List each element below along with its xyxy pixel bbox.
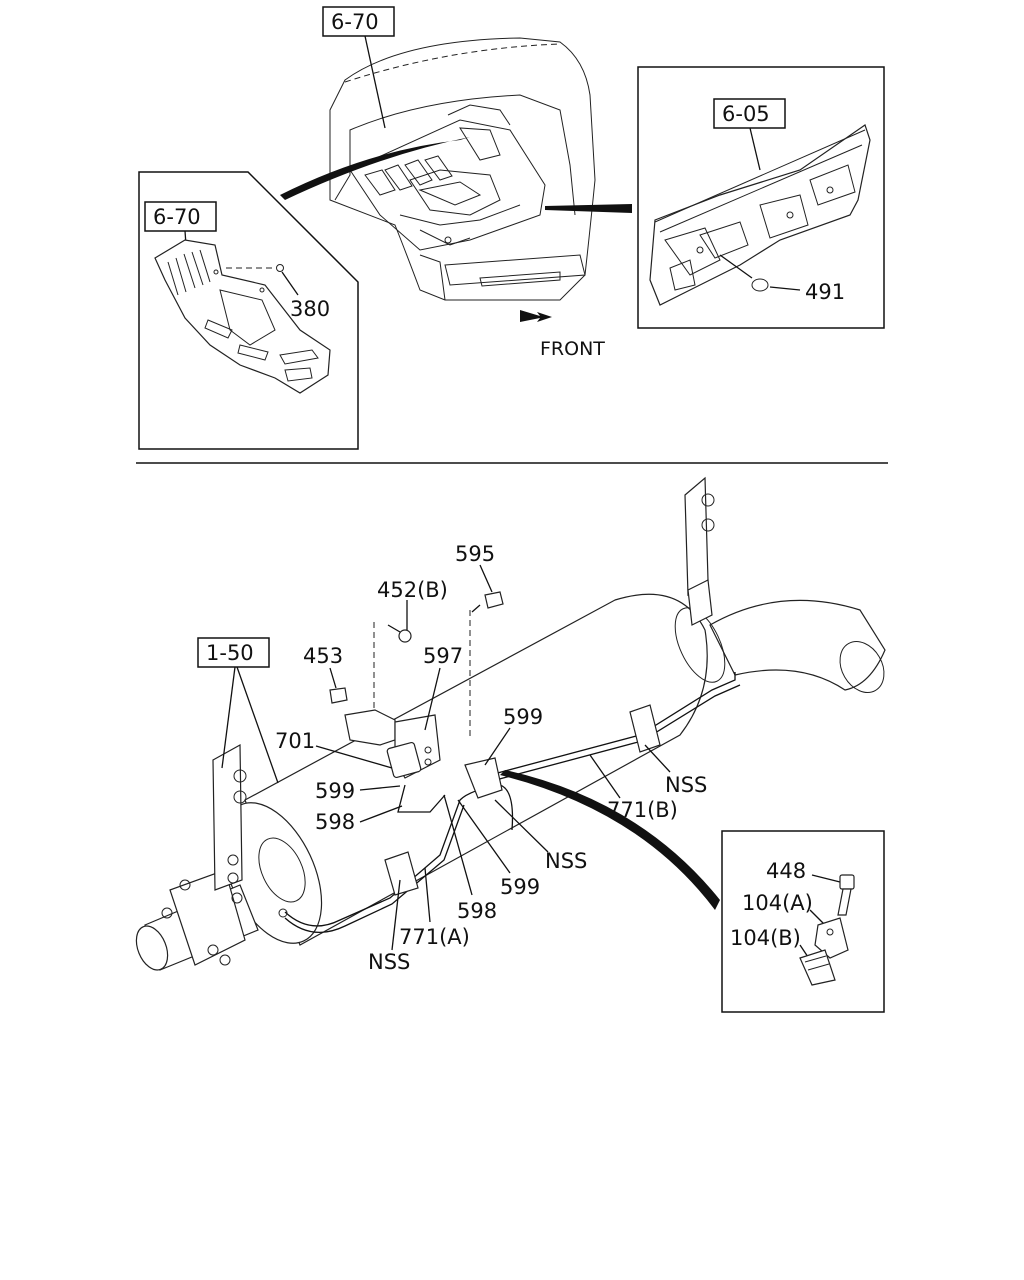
part-598-bottom: 598 — [457, 899, 497, 923]
part-598-left: 598 — [315, 810, 355, 834]
part-453: 453 — [303, 644, 343, 668]
part-599-bottom: 599 — [500, 875, 540, 899]
ref-label-right: 6-05 — [722, 102, 770, 126]
front-arrow-icon — [520, 310, 552, 322]
ref-label-cab: 6-70 — [331, 10, 379, 34]
part-380: 380 — [290, 297, 330, 321]
nss-right: NSS — [665, 773, 707, 797]
callouts-muffler: 595 452(B) 453 597 599 701 599 598 771(B… — [275, 542, 707, 974]
leader-cab-right — [545, 204, 632, 213]
nss-left: NSS — [368, 950, 410, 974]
part-771a: 771(A) — [399, 925, 470, 949]
leader-ref-cab — [364, 35, 386, 129]
part-491: 491 — [805, 280, 845, 304]
ref-box-left — [144, 201, 217, 232]
part-597: 597 — [423, 644, 463, 668]
ref-label-left: 6-70 — [153, 205, 201, 229]
part-595: 595 — [455, 542, 495, 566]
leader-cab-left — [280, 137, 470, 200]
detail-box-left: 6-70 380 — [138, 171, 359, 450]
ref-box-cab — [322, 6, 395, 37]
part-771b: 771(B) — [607, 798, 678, 822]
part-599-top: 599 — [503, 705, 543, 729]
ref-label-muffler: 1-50 — [206, 641, 254, 665]
front-label: FRONT — [540, 338, 605, 360]
part-448: 448 — [766, 859, 806, 883]
part-104b: 104(B) — [730, 926, 801, 950]
part-104a: 104(A) — [742, 891, 813, 915]
muffler-assembly — [135, 476, 886, 971]
part-599-left: 599 — [315, 779, 355, 803]
ref-box-muffler — [197, 637, 270, 668]
part-452b: 452(B) — [377, 578, 448, 602]
detail-box-clamp: 448 104(A) 104(B) — [721, 830, 885, 1013]
part-701: 701 — [275, 729, 315, 753]
nss-mid: NSS — [545, 849, 587, 873]
detail-box-right: 6-05 491 — [637, 66, 885, 329]
ref-box-right — [713, 98, 786, 129]
cab-illustration — [329, 37, 596, 301]
